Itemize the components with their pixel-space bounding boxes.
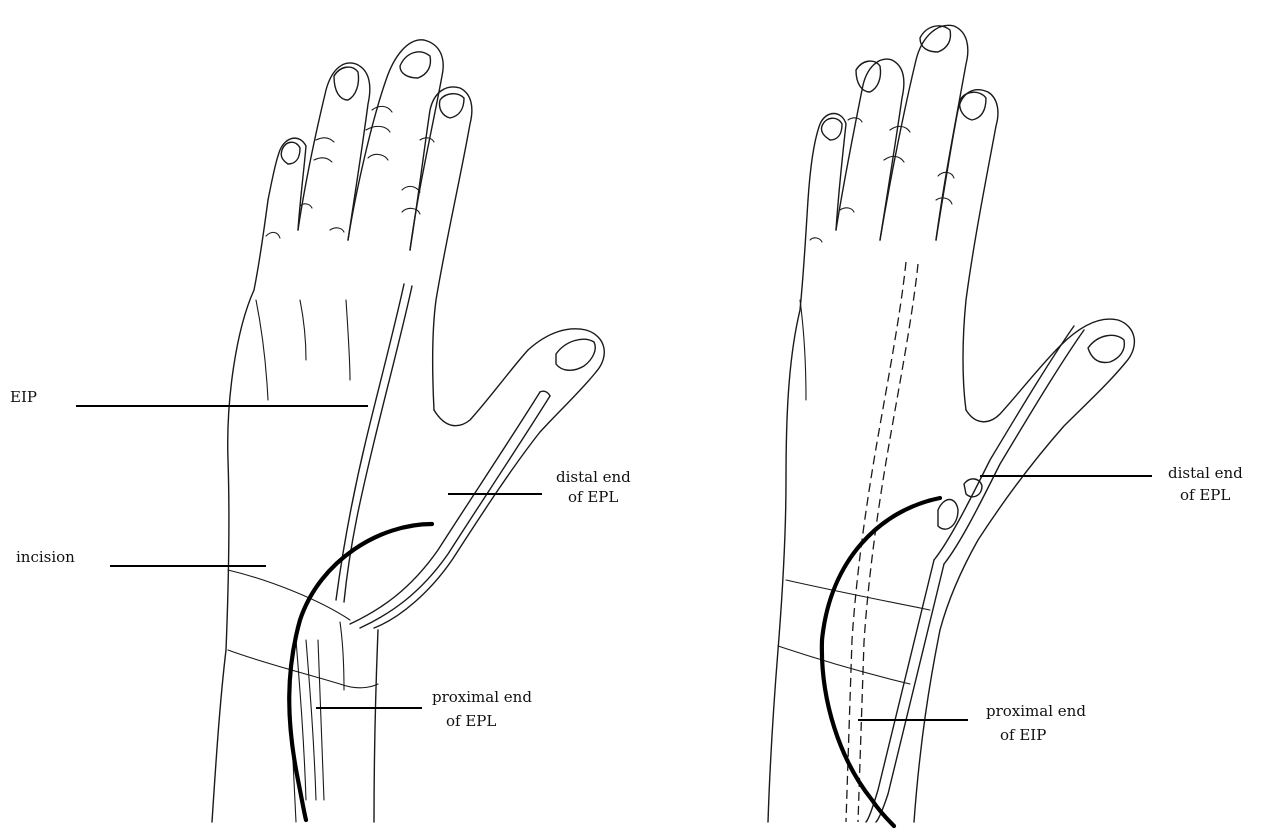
right-eip-dashed-course	[846, 262, 918, 822]
right-hand-panel: distal end of EPL proximal end of EIP	[768, 25, 1243, 826]
left-incision-label: incision	[16, 548, 75, 566]
right-proximal-label-line2: of EIP	[1000, 726, 1046, 744]
left-incision-line	[289, 524, 432, 820]
right-transferred-tendon	[866, 326, 1084, 822]
left-hand-panel: EIP incision distal end of EPL proximal …	[10, 40, 631, 822]
left-proximal-label-line2: of EPL	[446, 712, 496, 730]
left-hand-outline	[212, 40, 604, 822]
left-distal-label-line2: of EPL	[568, 488, 618, 506]
left-proximal-label-line1: proximal end	[432, 688, 532, 706]
left-distal-label-line1: distal end	[556, 468, 631, 486]
left-epl-tendon	[350, 391, 550, 628]
right-proximal-label-line1: proximal end	[986, 702, 1086, 720]
left-proximal-tendons	[290, 640, 324, 822]
right-distal-label-line2: of EPL	[1180, 486, 1230, 504]
right-distal-label-line1: distal end	[1168, 464, 1243, 482]
left-eip-label: EIP	[10, 388, 37, 406]
